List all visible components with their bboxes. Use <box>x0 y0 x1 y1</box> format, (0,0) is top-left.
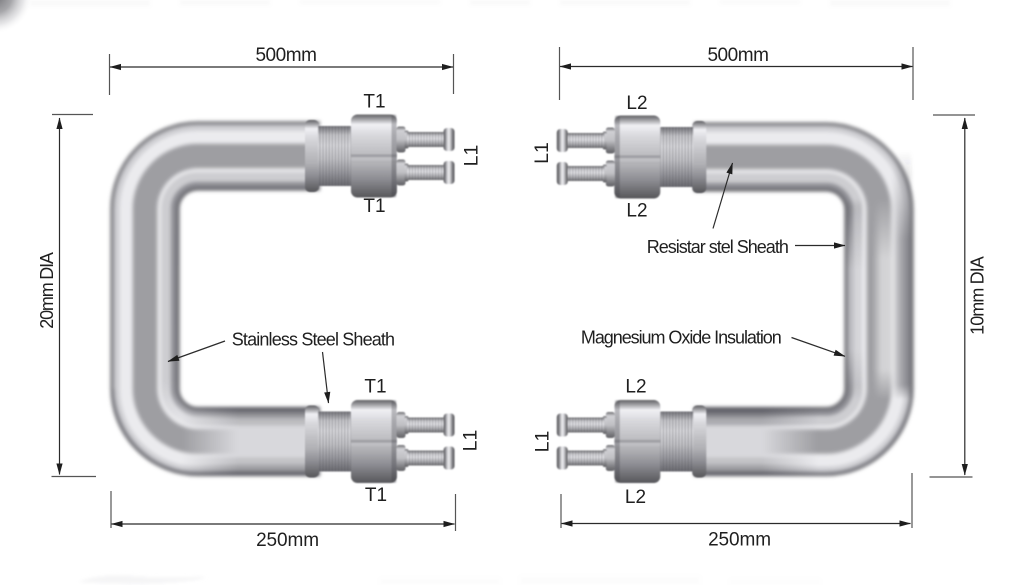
svg-text:T1: T1 <box>364 377 386 398</box>
svg-text:L2: L2 <box>626 201 647 222</box>
svg-text:Resistar stel Sheath: Resistar stel Sheath <box>647 237 788 257</box>
svg-text:T1: T1 <box>363 92 385 113</box>
svg-text:L1: L1 <box>461 145 483 167</box>
svg-text:250mm: 250mm <box>256 530 319 551</box>
svg-text:T1: T1 <box>365 485 387 506</box>
svg-text:T1: T1 <box>363 196 385 217</box>
svg-text:L2: L2 <box>626 93 647 114</box>
svg-text:20mm DIA: 20mm DIA <box>37 252 57 329</box>
svg-text:Stainless Steel Sheath: Stainless Steel Sheath <box>232 330 394 350</box>
svg-text:500mm: 500mm <box>707 45 768 66</box>
svg-text:250mm: 250mm <box>708 530 771 551</box>
svg-text:L2: L2 <box>625 487 646 508</box>
svg-text:L1: L1 <box>531 142 553 164</box>
svg-text:500mm: 500mm <box>255 45 316 66</box>
svg-text:L2: L2 <box>625 377 646 398</box>
svg-text:L1: L1 <box>460 430 482 452</box>
svg-text:Magnesium Oxide Insulation: Magnesium Oxide Insulation <box>581 328 781 348</box>
svg-text:10mm DIA: 10mm DIA <box>968 256 988 335</box>
svg-text:L1: L1 <box>532 431 554 453</box>
